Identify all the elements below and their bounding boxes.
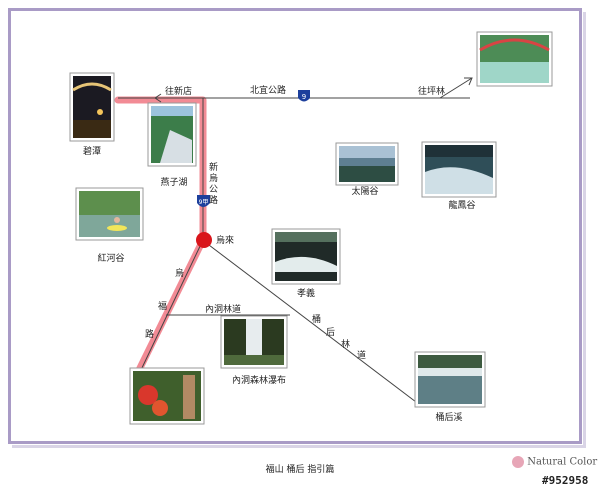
tonghouxi-photo[interactable] xyxy=(414,351,486,408)
fushan-photo[interactable] xyxy=(129,367,205,425)
map-caption: 福山 桶后 指引篇 xyxy=(265,465,335,475)
label-tonghou-road-3: 林 xyxy=(341,338,350,350)
label-fushan-road-2: 福 xyxy=(158,300,167,312)
frame-shadow xyxy=(12,12,586,448)
neidong-waterfall-photo[interactable] xyxy=(220,315,288,369)
road-to-pinglin xyxy=(439,77,473,99)
yanzihu-photo[interactable] xyxy=(147,102,197,167)
label-xinwu-road: 新烏公路 xyxy=(207,161,218,206)
label-bitan: 碧潭 xyxy=(83,145,101,157)
longfenggu-photo[interactable] xyxy=(421,141,497,198)
label-beiyi-road: 北宜公路 xyxy=(250,84,286,96)
xiaoyi-photo[interactable] xyxy=(271,228,341,285)
label-yanzihu: 燕子湖 xyxy=(160,176,187,188)
hongheigu-photo[interactable] xyxy=(75,187,144,241)
bitan-photo[interactable] xyxy=(69,72,115,142)
svg-text:9甲: 9甲 xyxy=(199,199,209,206)
label-tonghou-road-4: 道 xyxy=(357,349,366,361)
natural-color-logo: Natural Color xyxy=(512,456,597,468)
label-fushan-road-1: 烏 xyxy=(175,267,184,279)
stock-id: #952958 xyxy=(542,474,589,487)
label-neidong-road: 內洞林道 xyxy=(205,303,241,315)
svg-text:9: 9 xyxy=(302,93,306,101)
label-tonghouxi: 桶后溪 xyxy=(435,411,462,423)
arrow-to-pinglin xyxy=(464,77,473,86)
pinglin-photo[interactable] xyxy=(476,31,553,87)
wulai-marker[interactable] xyxy=(196,232,212,248)
road-fushan xyxy=(139,239,204,373)
label-longfenggu: 龍鳳谷 xyxy=(448,199,475,211)
label-tonghou-road-1: 桶 xyxy=(312,313,321,325)
label-neidong-waterfall: 內洞森林瀑布 xyxy=(232,374,286,386)
label-tonghou-road-2: 后 xyxy=(326,327,335,338)
label-to-xindian: 往新店 xyxy=(165,85,192,97)
road-9-shield: 9 xyxy=(298,90,310,102)
flower-icon xyxy=(512,456,524,468)
taiyanggu-photo[interactable] xyxy=(335,142,399,186)
label-taiyanggu: 太陽谷 xyxy=(351,185,378,197)
label-fushan-road-3: 路 xyxy=(145,328,154,340)
label-xiaoyi: 孝義 xyxy=(297,287,315,299)
label-wulai: 烏來 xyxy=(216,234,234,246)
arrow-to-xindian xyxy=(154,93,162,103)
logo-text: Natural Color xyxy=(527,456,598,468)
label-to-pinglin: 往坪林 xyxy=(418,85,445,97)
road-tonghou xyxy=(204,241,417,403)
label-hongheigu: 紅河谷 xyxy=(97,252,124,264)
road-9a-shield: 9甲 xyxy=(197,195,210,207)
